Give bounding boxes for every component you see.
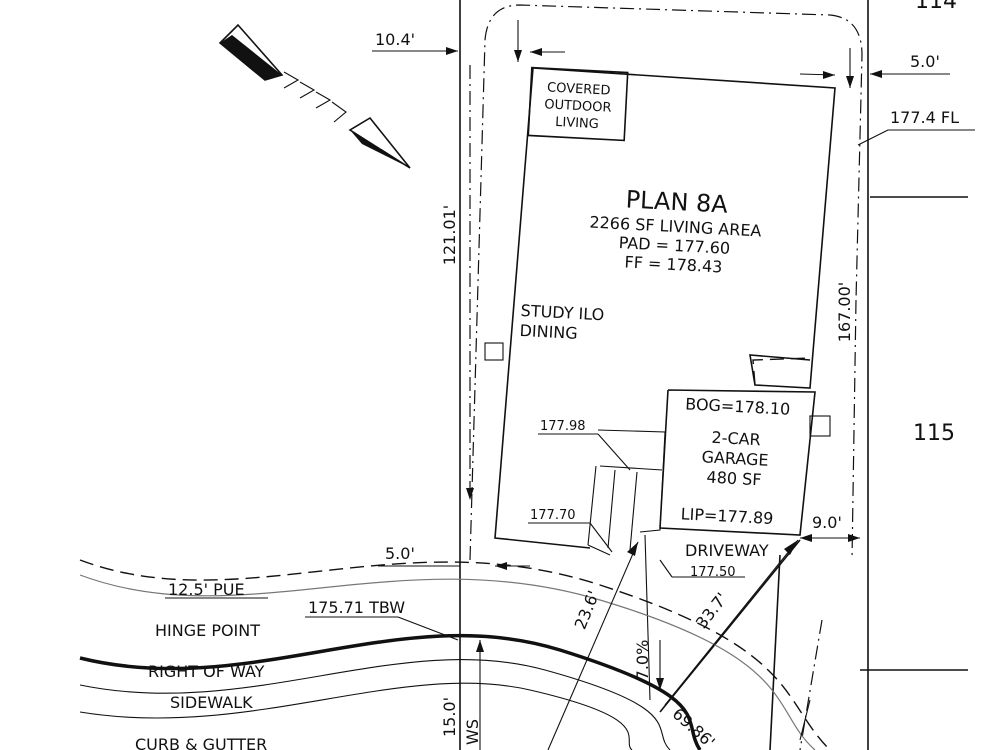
bog-elevation: BOG=178.10 — [685, 394, 791, 418]
lot-lines — [459, 0, 968, 750]
lot-115: 115 — [913, 421, 955, 446]
dim-9-0: 9.0' — [812, 513, 842, 532]
dim-121-01: 121.01' — [440, 205, 459, 265]
elev-177-50: 177.50 — [690, 565, 736, 580]
house-footprint — [484, 67, 836, 549]
dim-177-4-fl: 177.4 FL — [890, 108, 959, 127]
pue-label: 12.5' PUE — [168, 580, 245, 599]
driveway — [644, 534, 801, 750]
elev-177-98: 177.98 — [540, 419, 586, 434]
elev-177-70: 177.70 — [530, 508, 576, 523]
covered-label-2: OUTDOOR — [544, 97, 612, 115]
ff-elevation: FF = 178.43 — [624, 252, 723, 276]
dim-7-0: 7.0% — [633, 640, 652, 681]
study-label: STUDY ILO — [520, 301, 604, 324]
lip-elevation: LIP=177.89 — [680, 504, 774, 528]
sidewalk-label: SIDEWALK — [170, 693, 253, 712]
setback-line — [469, 4, 863, 750]
north-arrow-icon — [218, 23, 411, 169]
garage-label-2: GARAGE — [701, 447, 769, 469]
covered-label-1: COVERED — [547, 80, 611, 98]
lot-114: 114 — [915, 0, 957, 14]
elev-175-71-tbw: 175.71 TBW — [308, 598, 405, 617]
garage-label-3: 480 SF — [706, 468, 762, 490]
dim-167-00: 167.00' — [835, 282, 854, 342]
garage-label-1: 2-CAR — [711, 428, 761, 450]
entry-steps — [587, 429, 666, 556]
hinge-point-label: HINGE POINT — [155, 621, 260, 640]
driveway-label: DRIVEWAY — [685, 541, 769, 560]
dimension-lines — [372, 20, 975, 750]
elevation-leaders — [165, 433, 745, 641]
dim-15-0: 15.0' — [440, 697, 459, 737]
covered-outdoor-living — [527, 66, 629, 142]
dim-10-4: 10.4' — [375, 30, 415, 49]
street-curves — [79, 559, 831, 750]
curb-gutter-label: CURB & GUTTER — [135, 735, 267, 750]
dim-33-7: 33.7' — [692, 589, 732, 632]
dim-23-6: 23.6' — [571, 588, 604, 632]
right-of-way-label: RIGHT OF WAY — [148, 662, 265, 681]
dining-label: DINING — [519, 321, 578, 343]
covered-label-3: LIVING — [555, 115, 599, 132]
dim-5-0-side: 5.0' — [910, 52, 940, 71]
dim-5-0-front: 5.0' — [385, 544, 415, 563]
ws-label: WS — [463, 719, 482, 745]
plan-title: PLAN 8A — [625, 185, 729, 218]
dim-69-86: 69.86' — [669, 704, 719, 750]
